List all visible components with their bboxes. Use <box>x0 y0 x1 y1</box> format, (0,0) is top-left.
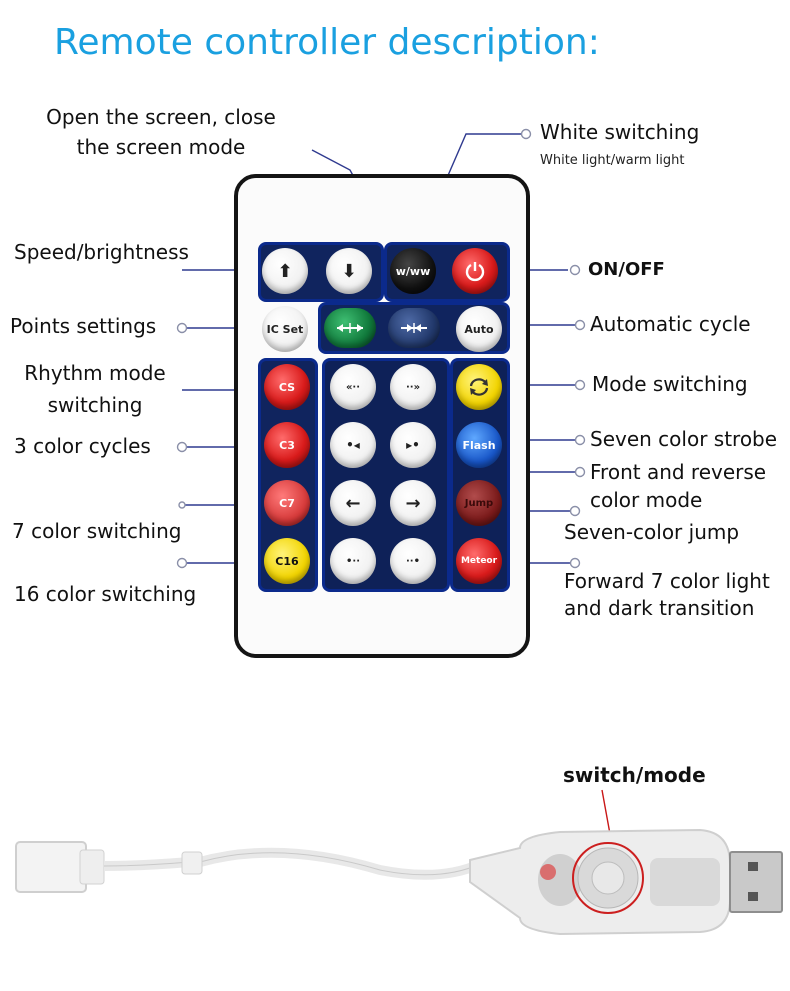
connector-plug <box>15 841 87 893</box>
label-forward-2: and dark transition <box>564 596 755 620</box>
c16-button[interactable]: C16 <box>264 538 310 584</box>
remote-controller: ⬆ ⬇ w/ww IC Set Auto CS C3 C7 C16 «·· ··… <box>234 174 530 658</box>
c7-button[interactable]: C7 <box>264 480 310 526</box>
speed-up-button[interactable]: ⬆ <box>262 248 308 294</box>
switch-highlight-circle <box>572 842 644 914</box>
speed-down-button[interactable]: ⬇ <box>326 248 372 294</box>
dot-right-button[interactable]: ▸• <box>390 422 436 468</box>
meteor-button[interactable]: Meteor <box>456 538 502 584</box>
usb-pin-bottom <box>748 892 758 901</box>
expand-arrows-icon <box>337 323 363 333</box>
www-button[interactable]: w/ww <box>390 248 436 294</box>
label-rhythm-1: Rhythm mode <box>24 361 166 385</box>
power-button[interactable] <box>452 248 498 294</box>
ic-set-button[interactable]: IC Set <box>262 306 308 352</box>
label-switch-mode: switch/mode <box>563 763 706 787</box>
connector-collar <box>79 849 105 885</box>
dots-right-button[interactable]: ··• <box>390 538 436 584</box>
label-sixteen-switching: 16 color switching <box>14 582 197 606</box>
label-open-screen-1: Open the screen, close <box>46 105 276 129</box>
dots-left-button[interactable]: •·· <box>330 538 376 584</box>
label-seven-switching: 7 color switching <box>12 519 182 543</box>
power-icon <box>465 262 485 282</box>
cable-sleeve <box>181 851 203 875</box>
c3-button[interactable]: C3 <box>264 422 310 468</box>
arrow-right-button[interactable]: → <box>390 480 436 526</box>
label-open-screen-2: the screen mode <box>76 135 246 159</box>
flash-button[interactable]: Flash <box>456 422 502 468</box>
direction-reverse-button[interactable] <box>388 308 440 348</box>
label-mode-switching: Mode switching <box>592 372 748 396</box>
arrow-left-button[interactable]: ← <box>330 480 376 526</box>
rewind-button[interactable]: «·· <box>330 364 376 410</box>
label-points-settings: Points settings <box>10 314 157 338</box>
usb-pin-top <box>748 862 758 871</box>
usb-plug <box>729 851 783 913</box>
page-title: Remote controller description: <box>54 22 600 63</box>
label-three-color: 3 color cycles <box>14 434 151 458</box>
direction-forward-button[interactable] <box>324 308 376 348</box>
usb-controller <box>15 828 783 936</box>
auto-button[interactable]: Auto <box>456 306 502 352</box>
label-automatic-cycle: Automatic cycle <box>590 312 751 336</box>
cs-button[interactable]: CS <box>264 364 310 410</box>
collapse-arrows-icon <box>401 323 427 333</box>
label-forward-1: Forward 7 color light <box>564 569 770 593</box>
cycle-icon <box>469 378 489 396</box>
mode-switch-button[interactable] <box>456 364 502 410</box>
label-white-switching-sub: White light/warm light <box>540 153 685 168</box>
jump-button[interactable]: Jump <box>456 480 502 526</box>
label-white-switching: White switching <box>540 120 700 144</box>
label-speed-brightness: Speed/brightness <box>14 240 189 264</box>
forward-button[interactable]: ··» <box>390 364 436 410</box>
label-seven-strobe: Seven color strobe <box>590 427 778 451</box>
label-seven-jump: Seven-color jump <box>564 520 740 544</box>
label-front-reverse-2: color mode <box>590 488 703 512</box>
label-front-reverse-1: Front and reverse <box>590 460 767 484</box>
label-on-off: ON/OFF <box>588 259 665 280</box>
label-rhythm-2: switching <box>47 393 143 417</box>
dot-left-button[interactable]: •◂ <box>330 422 376 468</box>
